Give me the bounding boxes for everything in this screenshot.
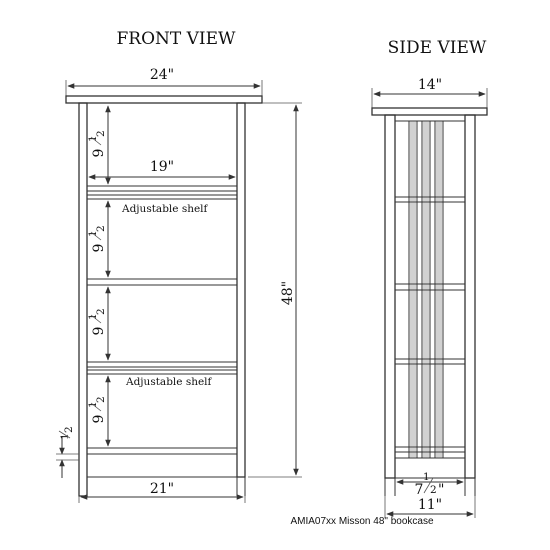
top-board	[65, 95, 263, 104]
slat-span-dimension: 7 1 2 "	[396, 471, 464, 498]
side-top-board	[371, 107, 488, 116]
gap-dimension-1: 9 1 2	[87, 105, 111, 185]
bottom-width-dimension: 21"	[78, 481, 246, 503]
svg-text:2: 2	[430, 484, 437, 496]
side-view-title: SIDE VIEW	[388, 38, 487, 58]
svg-text:1: 1	[59, 433, 71, 440]
shelf-3-lower	[86, 369, 238, 375]
front-view: FRONT VIEW 24" 19" Adjustable shelf	[56, 29, 302, 503]
bottom-depth-dimension: 11"	[384, 496, 476, 518]
left-post	[78, 102, 88, 497]
svg-text:9: 9	[91, 244, 107, 253]
svg-text:9: 9	[91, 415, 107, 424]
svg-text:2: 2	[95, 225, 107, 232]
product-caption: AMIA07xx Misson 48" bookcase	[290, 516, 434, 527]
slat-span-whole: 7	[415, 482, 424, 498]
gap-dimension-3: 9 1 2	[87, 286, 111, 361]
side-back-post	[464, 114, 476, 479]
svg-text:2: 2	[95, 308, 107, 315]
base-offset-dimension: 1 2	[56, 426, 79, 478]
shelf-bottom	[86, 447, 238, 455]
top-width-dimension: 24"	[65, 67, 263, 96]
side-top-rail	[394, 114, 466, 122]
front-view-title: FRONT VIEW	[116, 29, 236, 49]
top-depth-dimension: 14"	[371, 77, 488, 108]
shelf-1-lower	[86, 194, 238, 200]
shelf-1	[86, 185, 238, 192]
height-dimension: 48"	[248, 102, 302, 478]
inner-width-label: 19"	[150, 159, 174, 175]
base-apron	[86, 453, 238, 478]
shelf-2	[86, 278, 238, 286]
height-label: 48"	[280, 281, 296, 305]
svg-text:2: 2	[95, 130, 107, 137]
mission-slats	[408, 120, 444, 459]
svg-text:1: 1	[423, 471, 430, 483]
side-bottom-rail	[394, 457, 466, 479]
gap-dimension-4: 9 1 2	[87, 375, 111, 447]
right-post	[236, 102, 246, 478]
adjustable-shelf-label-1: Adjustable shelf	[121, 203, 209, 215]
adjustable-shelf-label-2: Adjustable shelf	[125, 376, 213, 388]
side-front-post	[384, 114, 396, 479]
bottom-depth-label: 11"	[418, 497, 442, 513]
shelf-3	[86, 361, 238, 368]
inner-width-dimension: 19"	[88, 159, 236, 180]
svg-text:2: 2	[63, 426, 75, 433]
svg-text:9: 9	[91, 149, 107, 158]
svg-text:9: 9	[91, 327, 107, 336]
gap-dimension-2: 9 1 2	[87, 200, 111, 278]
side-view: SIDE VIEW 14"	[371, 38, 488, 518]
bottom-width-label: 21"	[150, 481, 174, 497]
top-depth-label: 14"	[418, 77, 442, 93]
svg-text:2: 2	[95, 396, 107, 403]
top-width-label: 24"	[150, 67, 174, 83]
svg-text:": "	[438, 482, 444, 498]
